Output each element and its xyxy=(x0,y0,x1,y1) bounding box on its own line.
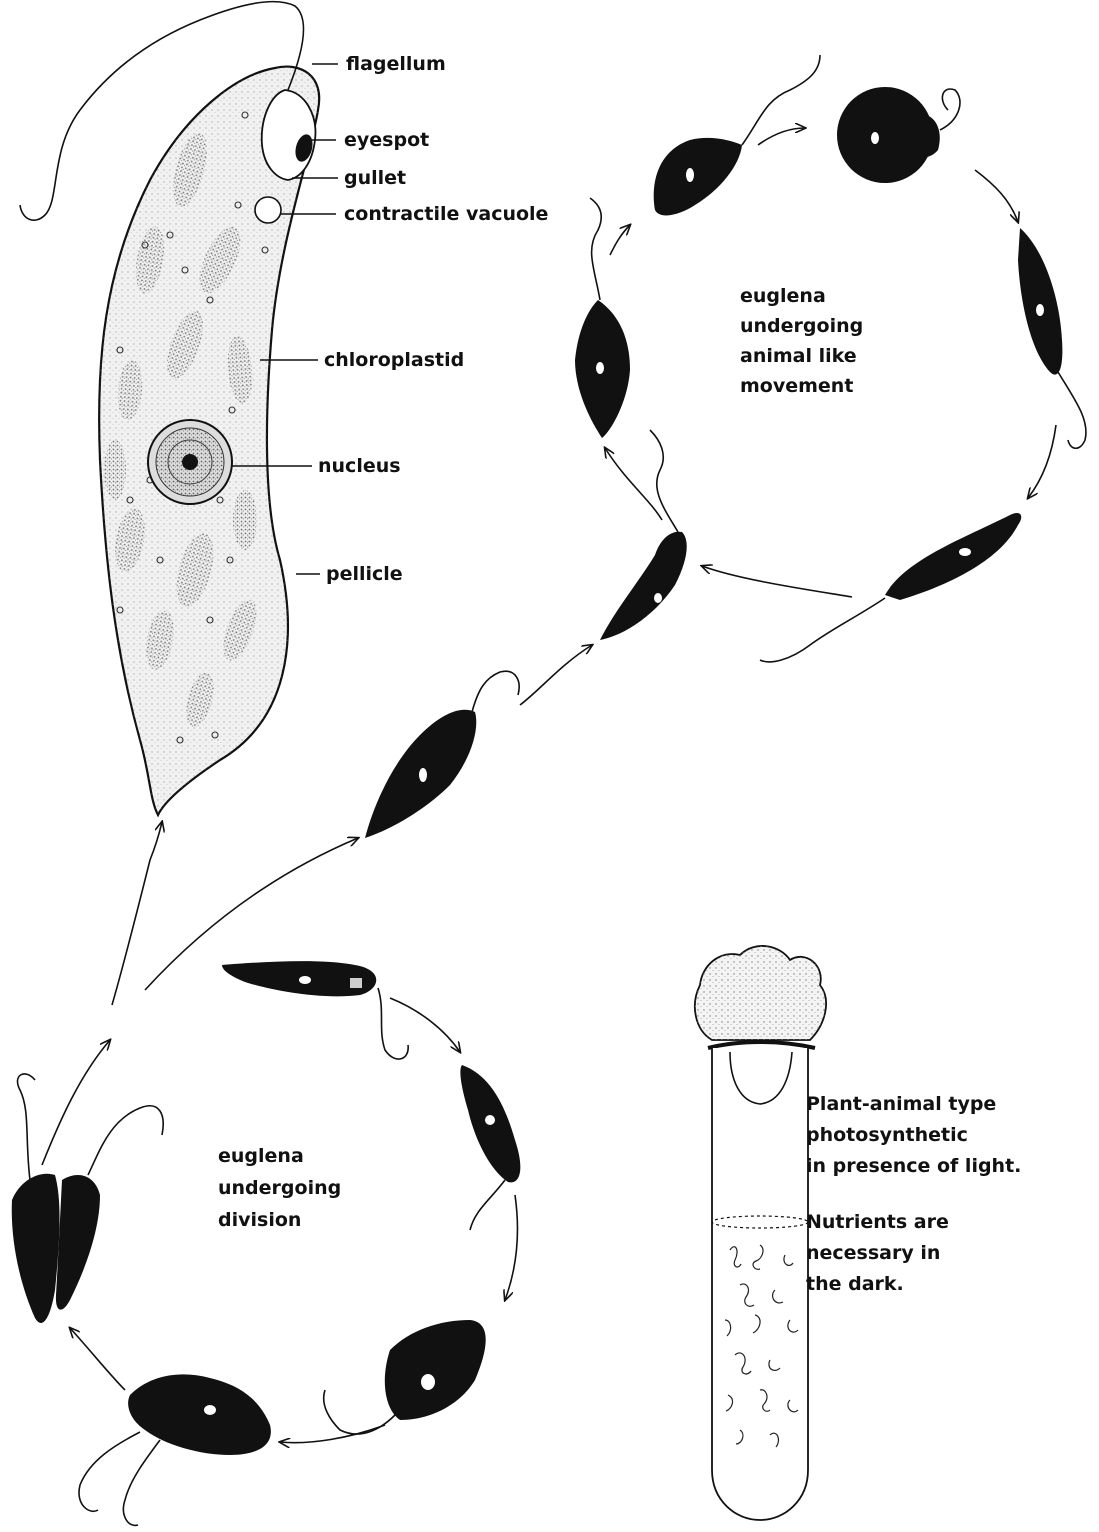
tube-note-dark-line1: Nutrients are xyxy=(806,1211,949,1233)
division-caption-line3: division xyxy=(218,1209,301,1231)
arrow-to-large-euglena xyxy=(112,822,162,1005)
division-cell xyxy=(222,961,408,1059)
division-cycle xyxy=(12,961,521,1525)
nucleus-shape xyxy=(148,420,232,504)
tube-note-light-line3: in presence of light. xyxy=(806,1155,1021,1177)
movement-cell xyxy=(837,87,960,183)
large-euglena xyxy=(20,2,319,815)
label-gullet: gullet xyxy=(344,167,406,189)
division-cell xyxy=(460,1065,520,1230)
movement-caption-line4: movement xyxy=(740,375,853,397)
label-pellicle: pellicle xyxy=(326,563,403,585)
label-contractile-vacuole: contractile vacuole xyxy=(344,203,548,225)
movement-caption-line2: undergoing xyxy=(740,315,863,337)
division-cell xyxy=(324,1320,486,1434)
tube-note-dark-line3: the dark. xyxy=(806,1273,904,1295)
transition-cell xyxy=(365,671,519,838)
label-chloroplastid: chloroplastid xyxy=(324,349,464,371)
tube-glass xyxy=(712,1048,808,1520)
division-caption-line2: undergoing xyxy=(218,1177,341,1199)
movement-caption-line1: euglena xyxy=(740,285,826,307)
tube-note-light-line1: Plant-animal type xyxy=(806,1093,996,1115)
division-cell xyxy=(12,1074,163,1323)
movement-caption-line3: animal like xyxy=(740,345,857,367)
tube-note-light-line2: photosynthetic xyxy=(806,1124,968,1146)
movement-cell xyxy=(600,430,687,640)
division-caption-line1: euglena xyxy=(218,1145,304,1167)
label-eyespot: eyespot xyxy=(344,129,429,151)
division-cell xyxy=(79,1374,271,1525)
tube-note-dark-line2: necessary in xyxy=(806,1242,940,1264)
contractile-vacuole-shape xyxy=(255,197,281,223)
movement-cell xyxy=(654,55,820,215)
tube-rim xyxy=(708,1042,815,1048)
label-nucleus: nucleus xyxy=(318,455,401,477)
label-flagellum: flagellum xyxy=(346,53,446,75)
movement-cell xyxy=(1018,228,1086,448)
movement-cell xyxy=(760,513,1021,662)
